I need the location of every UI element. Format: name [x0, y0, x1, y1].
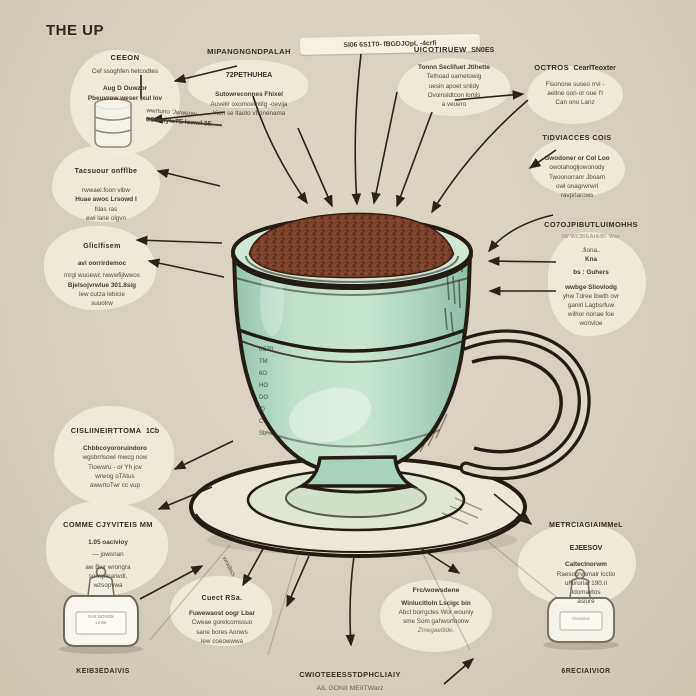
cup-body — [231, 231, 473, 494]
bubble-shape — [170, 576, 272, 646]
jar-bottom-right-icon — [543, 568, 619, 650]
arrows-overlay — [135, 53, 557, 685]
cup-scale-marks: 6C70 TM 6O HO DO ID C Sb — [259, 347, 274, 437]
jar-bottom-left-label-text: SAE BONOK Lmse — [87, 614, 115, 625]
label-cisliine: CISLIINEIRTTOMA 1Cb Chbbcoyororuindoro w… — [70, 426, 160, 489]
label-bottom-center: CWIOTEEESSTDPHCLIAIY AIL GONII MEIITWarz — [299, 670, 401, 693]
bubble-shape — [54, 406, 174, 506]
bubble-shape — [188, 60, 308, 108]
cup-handle — [457, 329, 591, 481]
label-tacsuour: Tacsuour onfflbe rwwaei.foon vibw Huae a… — [74, 168, 138, 222]
label-bottom-left-bubble: Cuect RSa. Fuwewaost oogr Lbar Cweae gor… — [188, 595, 256, 645]
bubble-shape — [398, 58, 510, 116]
label-bottom-right: Frc/wowsdene Winlucitloln Lscigc bin Abc… — [398, 587, 474, 635]
jar-bottom-left-caption: KEIB3EDAIVIS — [76, 668, 130, 675]
jar-bottom-left-icon — [59, 566, 143, 654]
label-comptbl: CO7OJPIBUTLUIMOHHS IW WCBIEAIAIBI Wwr .f… — [544, 220, 638, 328]
bubble-shape — [530, 138, 625, 196]
label-heading: CEEON — [110, 53, 140, 62]
bubble-shape — [548, 232, 646, 336]
label-gliclfisem: Gliclfisem avi oorrirdemoc mrgi wuoewc r… — [64, 243, 140, 307]
bubble-shape — [527, 66, 623, 124]
label-tidviacces: TIDVIACCES COIS Gwodoner or Col Loo owot… — [542, 133, 612, 199]
jar-bottom-right-caption: 6RECIAIVIOR — [561, 668, 611, 675]
bubble-shape — [380, 580, 492, 652]
label-top-right: UICOTIRUEW SN0ES Tonnn Seclifuet Jtlhett… — [413, 45, 495, 108]
label-comme: COMME CJYVITEIS MM 1.05 oacivioy — jowsn… — [63, 520, 153, 589]
table-lines — [149, 534, 561, 656]
label-octros: OCTROS CearlTeoxter Fisonone suseo rrvi … — [534, 63, 616, 107]
page-title: THE UP — [46, 22, 105, 39]
jar-bottom-right-label-text: Ctwsslwr — [572, 616, 590, 621]
label-top-center: MIPANGNGNDPALAH 72PETHUHEA Sutowreconnes… — [207, 47, 291, 117]
coffee-grounds — [231, 212, 473, 290]
bubble-shape — [52, 146, 160, 222]
label-ceeon: CEEON Cef ssoghfen hetcodtes Aug D Ouwzo… — [87, 53, 163, 102]
label-metrc: METRCIAGIAIMMeL EJEESOV Calteclnorwm Rae… — [549, 520, 623, 606]
jar-top-left-icon — [94, 98, 132, 148]
